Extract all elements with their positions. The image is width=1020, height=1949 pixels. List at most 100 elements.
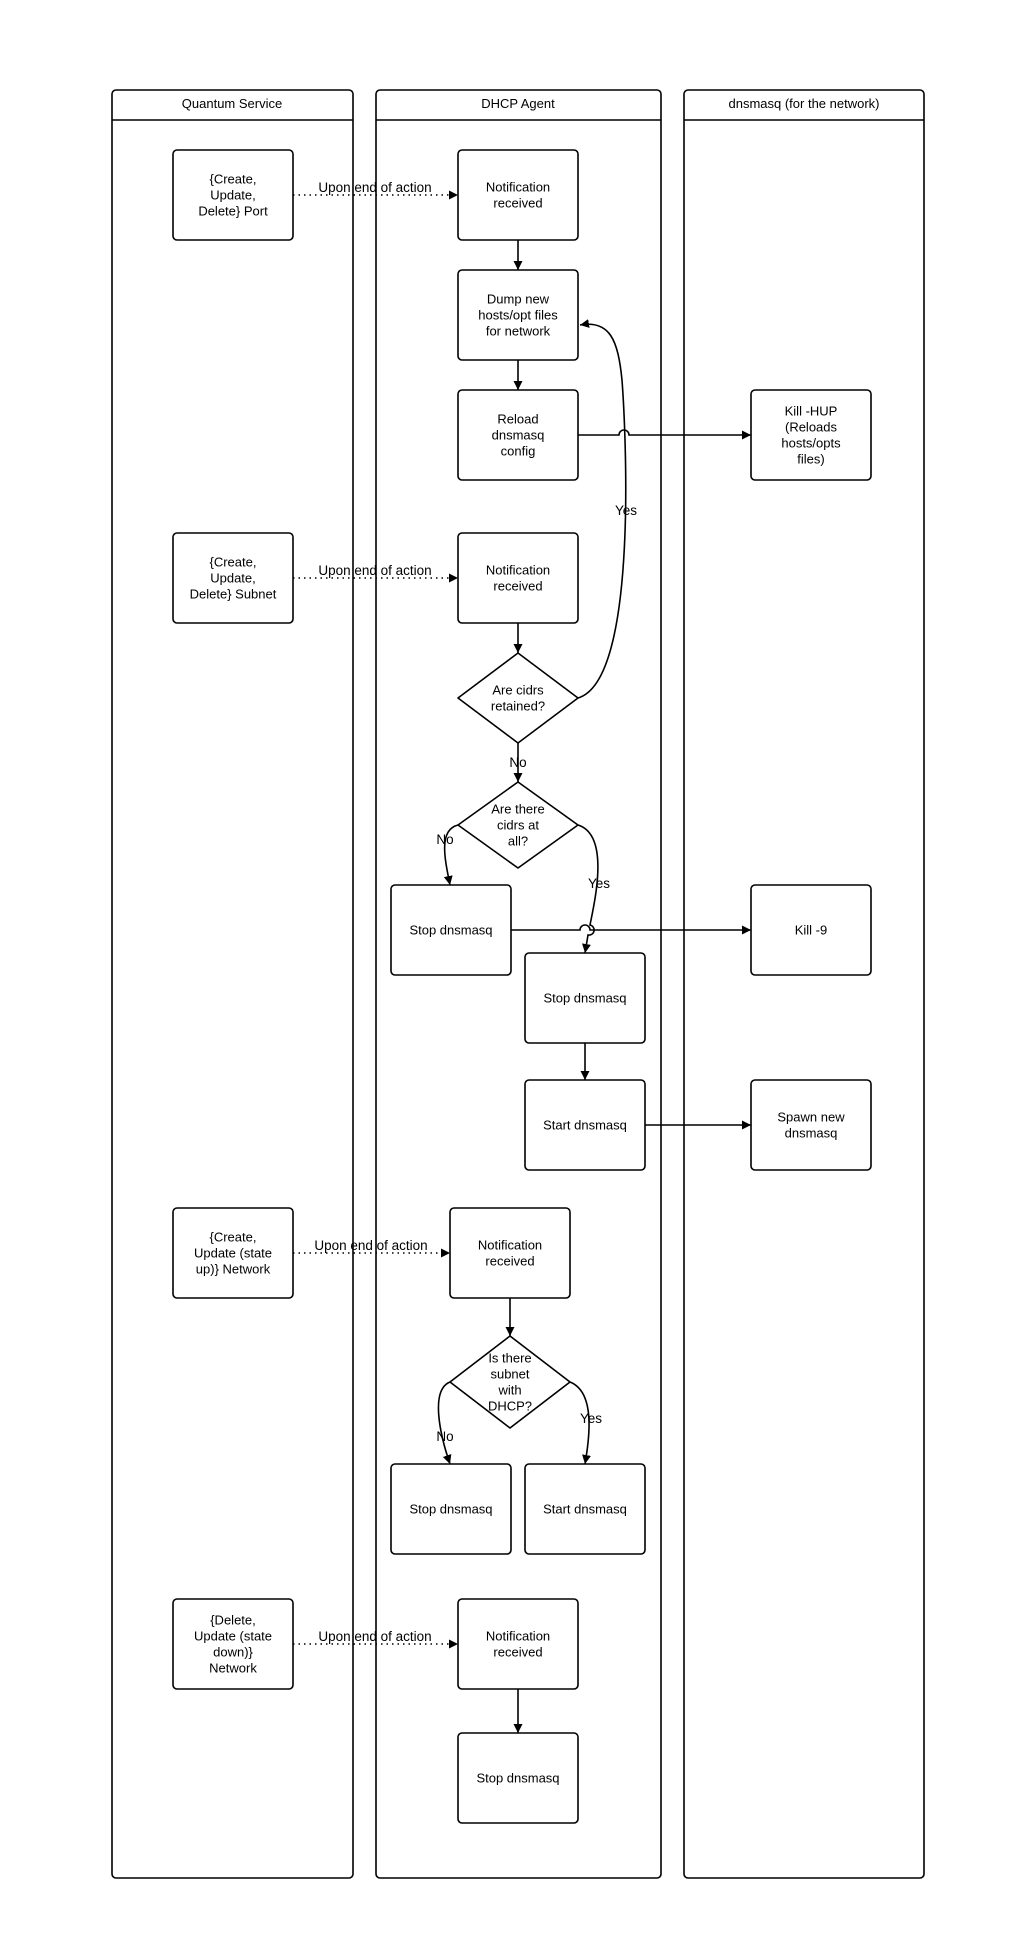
node-label-line: Delete} Subnet [190,587,277,602]
node-label-line: Notification [486,1629,550,1644]
node-notification-subnet [457,532,579,624]
label-dhcp-no: No [436,1429,453,1444]
node-label-line: DHCP? [488,1399,532,1414]
node-label-line: received [485,1254,534,1269]
node-label-line: Notification [486,180,550,195]
label-upon-end-subnet: Upon end of action [318,563,431,578]
node-stop-dnsmasq-d [457,1732,579,1824]
node-kill-9 [750,884,872,976]
node-label-line: Are there [491,802,544,817]
node-start-dnsmasq-a [524,1079,646,1171]
node-label-start-dnsmasq-b: Start dnsmasq [543,1502,627,1517]
node-stop-dnsmasq-b [524,952,646,1044]
node-label-line: for network [486,324,551,339]
connector-dhcp-yes [569,1381,591,1465]
node-label-line: hosts/opt files [478,308,558,323]
connector-retained-yes-loop [577,319,627,699]
label-retained-yes: Yes [615,503,637,518]
node-label-line: Kill -9 [795,923,828,938]
nodes [172,149,872,1824]
node-reload-config [457,389,579,481]
node-label-line: Update (state [194,1629,272,1644]
node-label-stop-dnsmasq-a: Stop dnsmasq [409,923,492,938]
node-label-line: dnsmasq [492,428,545,443]
node-label-line: {Create, [210,172,257,187]
node-kill-hup [750,389,872,481]
label-at-all-yes: Yes [588,876,610,891]
node-label-stop-dnsmasq-b: Stop dnsmasq [543,991,626,1006]
node-port-action [172,149,294,241]
node-label-line: Start dnsmasq [543,1118,627,1133]
label-upon-end-network-up: Upon end of action [314,1238,427,1253]
node-label-line: received [493,579,542,594]
node-label-line: files) [797,452,824,467]
node-label-line: Dump new [487,292,550,307]
node-notification-network-down [457,1598,579,1690]
node-network-down-action [172,1598,294,1690]
node-label-line: all? [508,834,528,849]
node-label-line: up)} Network [196,1262,271,1277]
node-label-line: hosts/opts [781,436,841,451]
lane-title-dnsmasq-network: dnsmasq (for the network) [728,96,879,111]
node-label-subnet-action: {Create,Update,Delete} Subnet [190,555,277,602]
node-label-line: cidrs at [497,818,539,833]
lane-title-quantum-service: Quantum Service [182,96,282,111]
node-label-line: Stop dnsmasq [409,1502,492,1517]
node-label-line: Start dnsmasq [543,1502,627,1517]
node-label-line: subnet [490,1367,529,1382]
node-label-line: received [493,196,542,211]
node-start-dnsmasq-b [524,1463,646,1555]
node-label-kill-9: Kill -9 [795,923,828,938]
edge-labels: Upon end of action Upon end of action Up… [314,180,637,1644]
lane-title-dhcp-agent: DHCP Agent [481,96,555,111]
node-labels: {Create,Update,Delete} Port Notification… [190,172,846,1786]
node-network-up-action [172,1207,294,1299]
node-label-line: (Reloads [785,420,838,435]
node-label-line: Are cidrs [492,683,544,698]
node-label-line: Notification [478,1238,542,1253]
node-label-start-dnsmasq-a: Start dnsmasq [543,1118,627,1133]
node-label-line: down)} [213,1645,253,1660]
node-subnet-with-dhcp-decision [449,1335,571,1429]
node-subnet-action [172,532,294,624]
node-notification-port [457,149,579,241]
node-label-line: received [493,1645,542,1660]
node-label-line: config [501,444,536,459]
label-upon-end-port: Upon end of action [318,180,431,195]
connector-dhcp-no [437,1381,452,1465]
lane-dnsmasq-network: dnsmasq (for the network) [683,89,925,1879]
node-label-line: Stop dnsmasq [409,923,492,938]
label-at-all-no: No [436,832,453,847]
node-label-line: {Create, [210,1230,257,1245]
label-upon-end-network-down: Upon end of action [318,1629,431,1644]
connectors [293,190,751,1733]
node-label-line: Is there [488,1351,531,1366]
node-label-line: Update (state [194,1246,272,1261]
lane-dhcp-agent: DHCP Agent [375,89,662,1879]
node-label-line: {Create, [210,555,257,570]
connector-reload-to-kill-hup [578,429,751,440]
node-cidrs-at-all-decision [457,781,579,869]
connector-at-all-no [443,824,459,886]
node-stop-dnsmasq-a [390,884,512,976]
node-label-line: Network [209,1661,257,1676]
node-label-line: Update, [210,188,256,203]
connector-at-all-yes [577,824,599,954]
node-label-stop-dnsmasq-d: Stop dnsmasq [476,1771,559,1786]
node-label-line: retained? [491,699,545,714]
node-spawn-new [750,1079,872,1171]
node-label-stop-dnsmasq-c: Stop dnsmasq [409,1502,492,1517]
node-dump-hosts [457,269,579,361]
